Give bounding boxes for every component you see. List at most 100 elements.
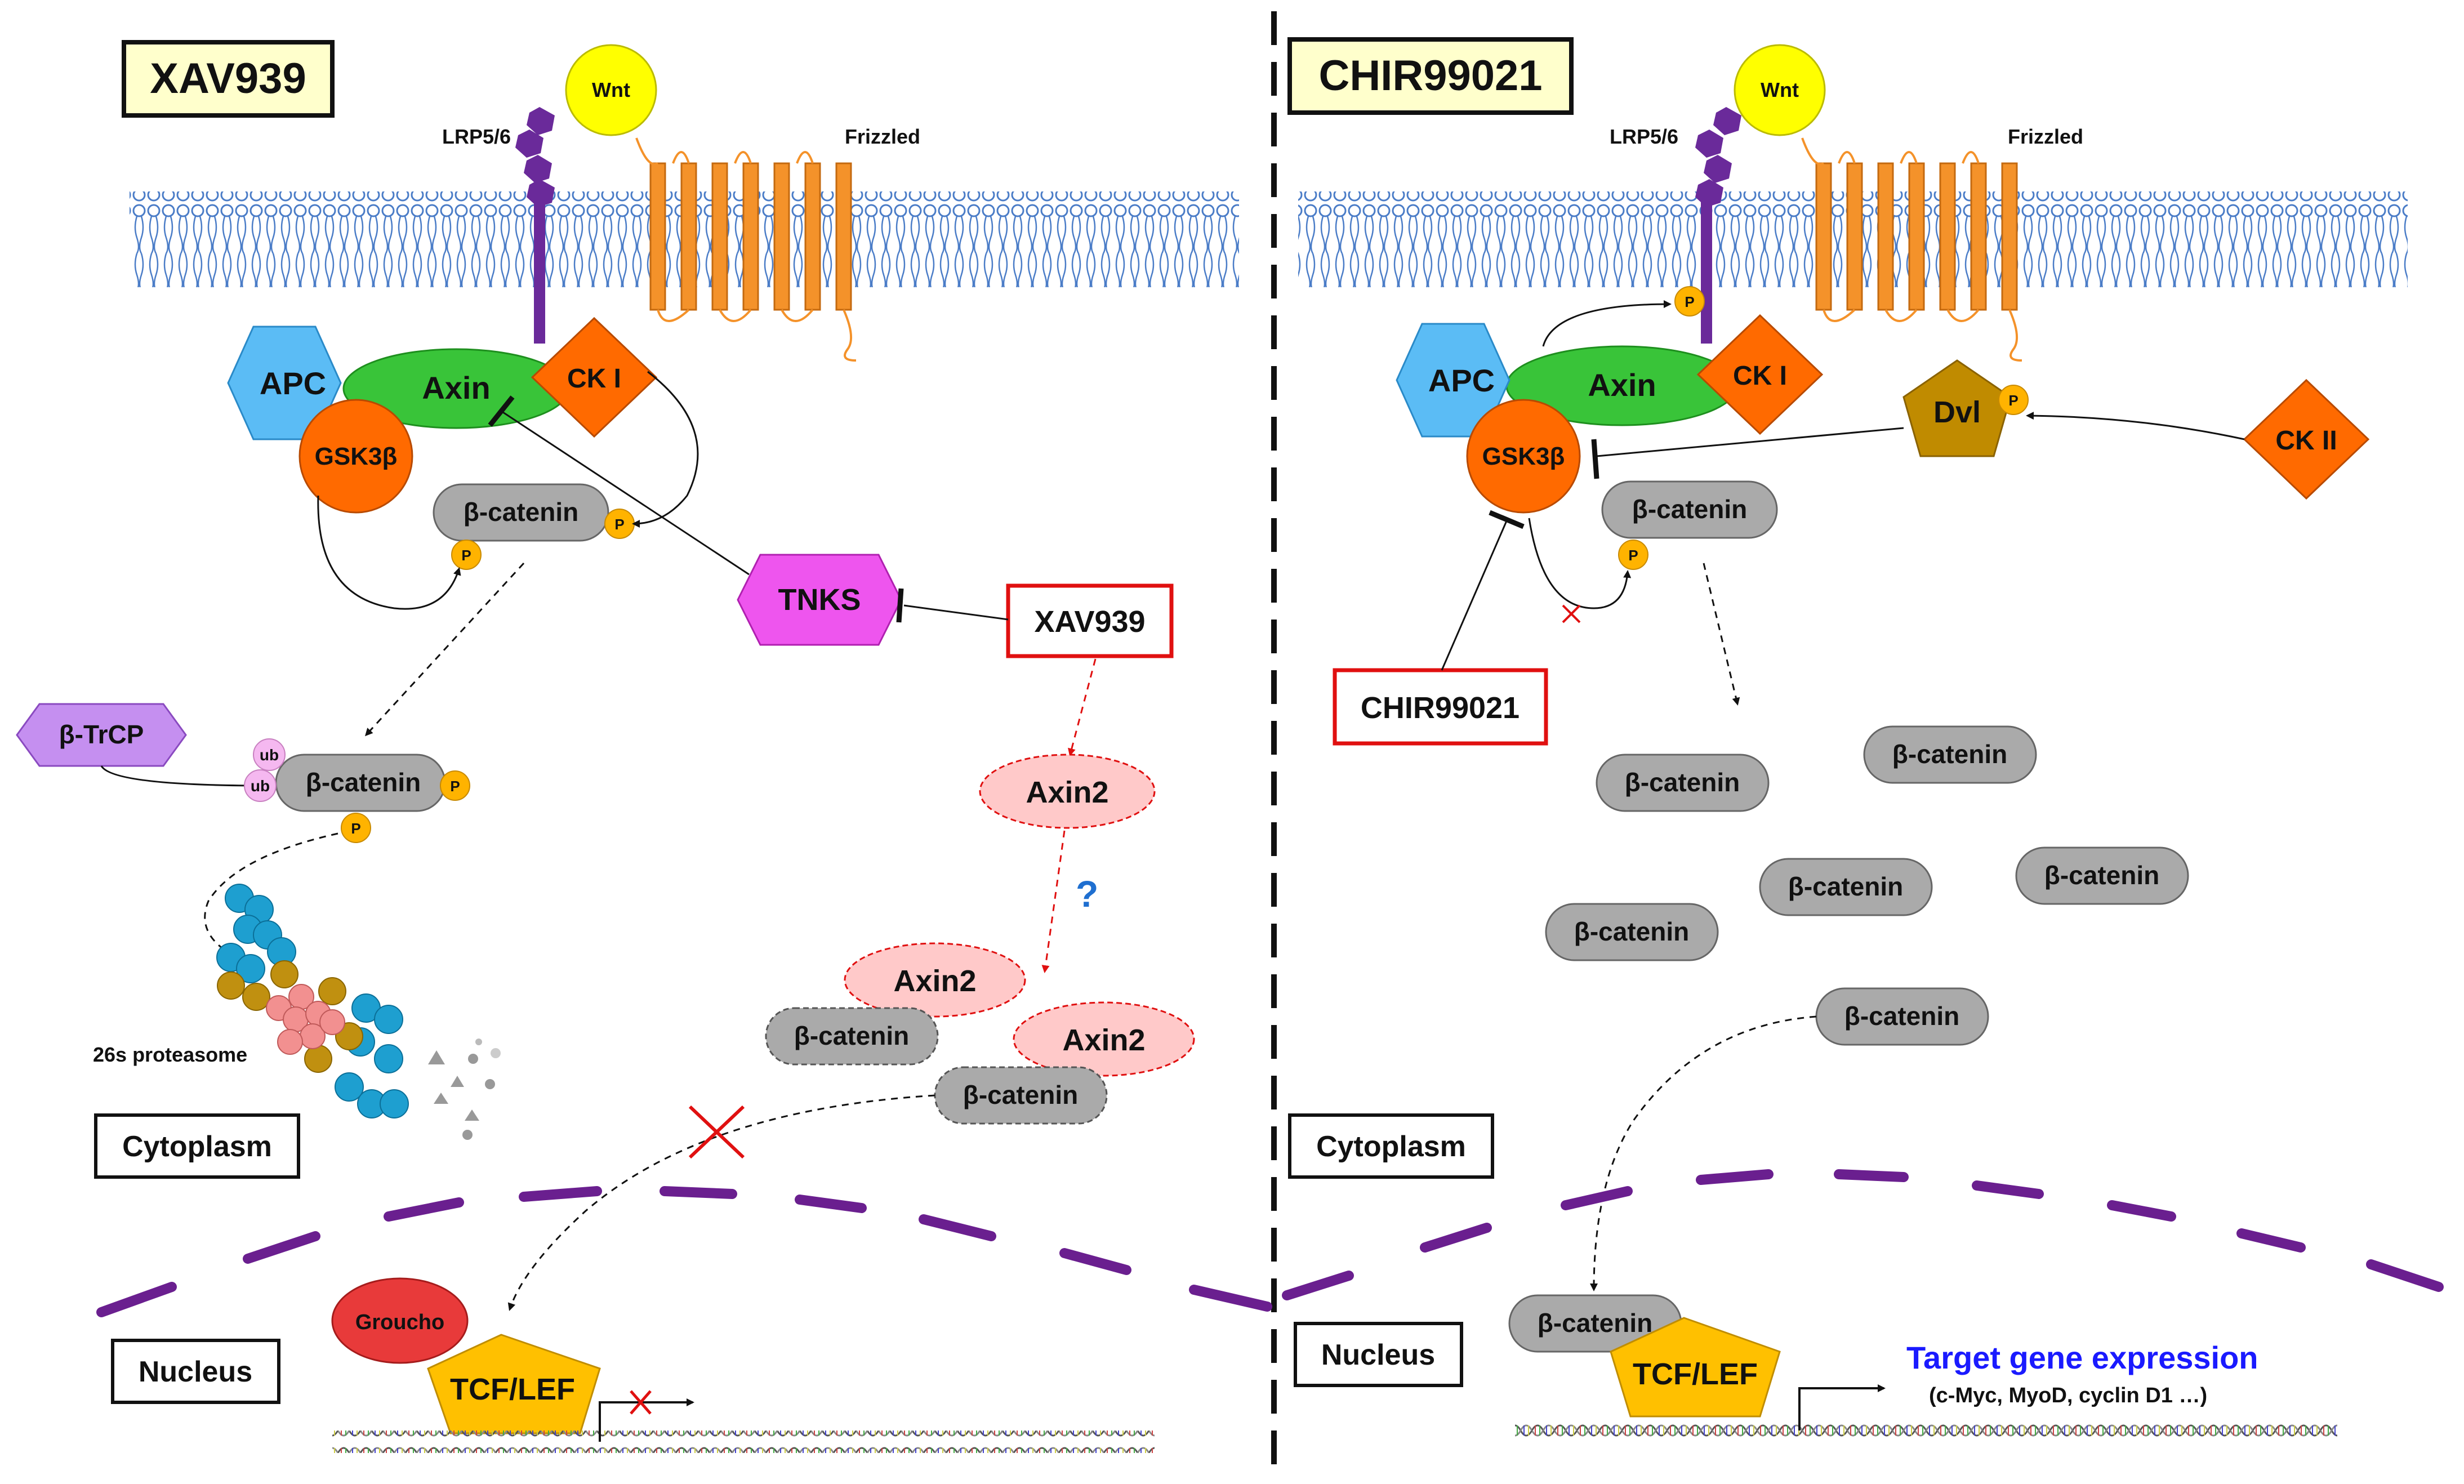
left-gsk-arrow [317, 495, 461, 610]
left-nucleus-box [111, 1339, 280, 1404]
left-cytoplasm-label: Cytoplasm [122, 1130, 272, 1163]
right-wnt-label: Wnt [1761, 78, 1799, 101]
right-bcat-phospho-label: P [1628, 547, 1638, 564]
left-proteasome-cluster-icon [216, 884, 501, 1140]
right-bcat-free-5 [1545, 903, 1719, 961]
left-phospho-3 [440, 770, 470, 801]
left-axin2-a-label: Axin2 [1026, 776, 1108, 809]
right-lrp-domain-2 [1695, 130, 1723, 158]
right-title: CHIR99021 [1318, 52, 1542, 100]
right-wnt-ligand [1734, 44, 1826, 136]
left-bcat-ub-label: β-catenin [306, 768, 421, 797]
right-nucleus-box [1294, 1322, 1463, 1387]
right-gsk3b-label: GSK3β [1482, 443, 1565, 470]
right-dvl-inhibits-gsk [1596, 427, 1904, 457]
right-nuclear-entry-arrow [1590, 1015, 1817, 1291]
right-cytoplasm-box [1288, 1113, 1494, 1179]
right-bcat-free-4 [2015, 846, 2189, 905]
right-lrp-phospho [1674, 286, 1705, 317]
right-apc-label: APC [1428, 363, 1495, 398]
right-dvl-label: Dvl [1933, 395, 1981, 429]
left-bcat-dash-1-label: β-catenin [794, 1021, 909, 1050]
left-btrcp-label: β-TrCP [59, 720, 144, 749]
left-proteasome-label: 26s proteasome [93, 1043, 247, 1066]
left-tnks-inhibits-axin [501, 410, 750, 576]
left-phospho-1-label: P [614, 516, 624, 533]
left-tcf-label: TCF/LEF [450, 1372, 575, 1406]
right-inhibitor-box [1333, 668, 1548, 746]
right-bcat-free-4-label: β-catenin [2044, 861, 2159, 890]
right-bcat-free-3-label: β-catenin [1788, 872, 1903, 901]
left-gsk3b-label: GSK3β [315, 443, 398, 470]
left-panel: XAV939 Wnt LRP5/6 Frizzled Axin APC [16, 40, 1272, 1453]
left-bcat-top [433, 483, 609, 542]
right-bcat-free-1-label: β-catenin [1625, 768, 1740, 797]
left-apc [227, 326, 342, 440]
right-lrp-label: LRP5/6 [1610, 125, 1678, 148]
left-axin2-a [979, 754, 1156, 829]
left-frizzled-loops [635, 137, 857, 362]
right-dvl-inhibit-bar [1591, 439, 1599, 479]
left-blocked-transcription-arrow [599, 1398, 694, 1442]
left-phospho-4 [341, 813, 371, 843]
left-title: XAV939 [150, 55, 306, 103]
right-accumulation-arrow [1703, 563, 1740, 706]
right-ck2 [2243, 378, 2370, 500]
left-axin2-b-label: Axin2 [893, 964, 976, 998]
left-ck1-label: CK I [567, 364, 621, 394]
left-phospho-4-label: P [351, 820, 360, 837]
right-tcf [1610, 1317, 1781, 1418]
right-lrp-phospho-label: P [1685, 293, 1694, 310]
right-tcf-label: TCF/LEF [1633, 1357, 1758, 1391]
left-bcat-dash-2-label: β-catenin [963, 1080, 1078, 1109]
left-lrp-stalk [534, 186, 545, 344]
left-lrp-domain-1 [527, 107, 555, 135]
left-dna-helix-icon [332, 1430, 1155, 1453]
left-xav-to-axin2-arrow [1068, 658, 1097, 756]
left-axin2-c-label: Axin2 [1062, 1023, 1145, 1057]
left-cytoplasm-box [94, 1113, 300, 1179]
left-groucho [331, 1277, 469, 1364]
left-wnt-label: Wnt [592, 78, 630, 101]
right-bcat-free-3 [1759, 858, 1933, 916]
left-tnks-label: TNKS [778, 583, 861, 617]
right-bcat-free-1 [1596, 754, 1770, 812]
left-axin2-b [844, 942, 1026, 1018]
left-gsk3b [298, 399, 413, 514]
right-nuclear-envelope [1282, 1169, 2444, 1300]
right-panel: CHIR99021 Wnt LRP5/6 Frizzled P Axin APC [1282, 37, 2444, 1442]
left-wnt-ligand [565, 44, 657, 136]
right-nucleus-label: Nucleus [1321, 1339, 1435, 1371]
left-lrp-domain-3 [524, 155, 552, 183]
left-frizzled-receptor [649, 162, 852, 311]
right-ck2-label: CK II [2275, 426, 2337, 456]
left-inhibitor-box [1006, 583, 1174, 658]
right-phospho-block-icon [1562, 604, 1581, 623]
left-lrp-domain-4 [527, 179, 555, 207]
right-bcat-free-2-label: β-catenin [1892, 739, 2007, 769]
right-dvl-phospho-label: P [2008, 392, 2018, 409]
right-target-subtitle: (c-Myc, MyoD, cyclin D1 …) [1929, 1384, 2207, 1407]
right-gsk-to-lrp-arrow [1542, 300, 1672, 347]
left-apc-label: APC [260, 366, 326, 401]
left-frizzled-label: Frizzled [845, 125, 920, 148]
right-inhibitor-label: CHIR99021 [1361, 691, 1520, 725]
left-axin2-c [1013, 1001, 1195, 1077]
right-target-title: Target gene expression [1906, 1340, 2258, 1375]
right-dna-helix-icon [1515, 1419, 2337, 1442]
left-phospho-3-label: P [450, 778, 460, 795]
right-frizzled-loops [1801, 137, 2022, 362]
left-ub-2-label: ub [251, 777, 270, 795]
left-groucho-label: Groucho [355, 1311, 444, 1334]
right-lrp-domain-1 [1713, 107, 1741, 135]
left-bcat-to-degradation-arrow [364, 562, 525, 737]
right-lrp-stalk [1701, 186, 1712, 344]
right-frizzled-label: Frizzled [2008, 125, 2083, 148]
left-axin2-arrow-2 [1041, 830, 1066, 973]
left-nuclear-envelope [96, 1186, 1272, 1317]
right-lrp-domain-3 [1704, 155, 1732, 183]
left-ck1-arrow [632, 371, 699, 528]
right-gsk3b [1466, 399, 1581, 514]
right-axin-label: Axin [1588, 367, 1656, 403]
right-bcat-nuc-label: β-catenin [1538, 1308, 1652, 1338]
